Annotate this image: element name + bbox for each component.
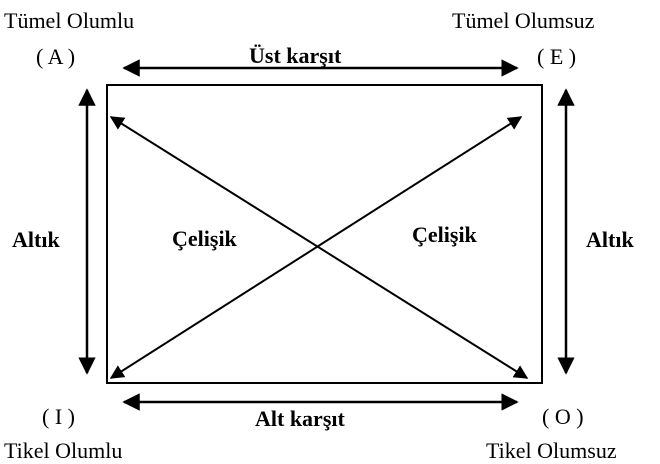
relation-diagonal-left-label: Çelişik <box>172 226 237 251</box>
corner-letter-i: ( I ) <box>42 404 75 429</box>
square-frame <box>106 84 543 384</box>
relation-bottom-label: Alt karşıt <box>255 406 345 431</box>
corner-letter-a: ( A ) <box>36 44 76 69</box>
relation-right-label: Altık <box>586 227 634 252</box>
corner-letter-e: ( E ) <box>537 44 577 69</box>
diagonal-e-i-arrow <box>109 116 523 379</box>
corner-name-top-right: Tümel Olumsuz <box>452 8 595 33</box>
corner-name-bottom-right: Tikel Olumsuz <box>486 438 617 463</box>
corner-name-top-left: Tümel Olumlu <box>4 8 135 33</box>
relation-top-label: Üst karşıt <box>249 43 342 68</box>
corner-name-bottom-left: Tikel Olumlu <box>4 438 123 463</box>
relation-diagonal-right-label: Çelişik <box>412 222 477 247</box>
corner-letter-o: ( O ) <box>542 404 584 429</box>
relation-left-label: Altık <box>12 227 60 252</box>
